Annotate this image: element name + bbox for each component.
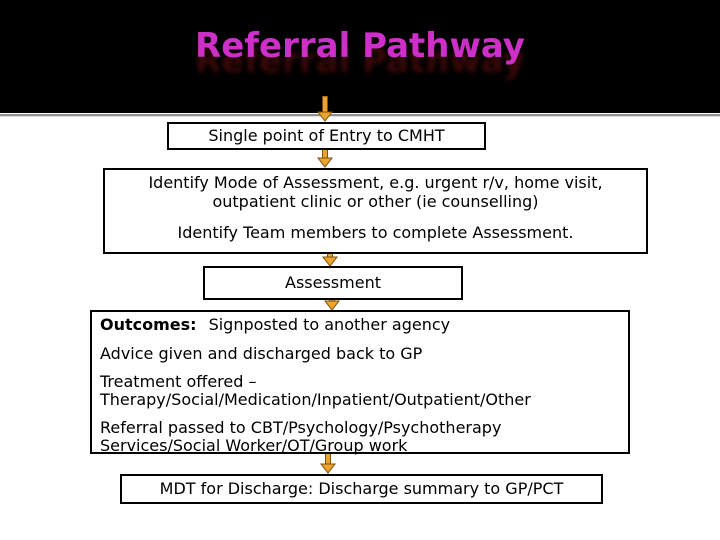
mode-box-para1: Identify Mode of Assessment, e.g. urgent… [148, 173, 603, 211]
assessment-box: Assessment [203, 266, 463, 300]
entry-box: Single point of Entry to CMHT [167, 122, 486, 150]
mode-box-para2: Identify Team members to complete Assess… [177, 222, 574, 242]
arrow-down-icon [323, 299, 341, 311]
header-divider [0, 114, 720, 117]
outcomes-line: Referral passed to CBT/Psychology/Psycho… [100, 418, 502, 455]
slide-header: Referral Pathway [0, 0, 720, 113]
outcomes-item: Signposted to another agency [208, 315, 451, 334]
discharge-box-text: MDT for Discharge: Discharge summary to … [159, 478, 564, 498]
mode-box: Identify Mode of Assessment, e.g. urgent… [103, 168, 648, 254]
discharge-box: MDT for Discharge: Discharge summary to … [120, 474, 603, 504]
outcomes-line: Outcomes: Signposted to another agency [100, 316, 620, 334]
outcomes-box: Outcomes: Signposted to another agency Ad… [90, 310, 630, 454]
assessment-box-text: Assessment [285, 272, 381, 292]
outcomes-label: Outcomes: [100, 315, 197, 334]
arrow-down-icon [316, 149, 334, 168]
arrow-down-icon [319, 453, 337, 474]
outcomes-line: Treatment offered – Therapy/Social/Medic… [100, 372, 531, 409]
arrow-down-icon [321, 253, 339, 267]
arrow-down-icon [316, 96, 334, 122]
entry-box-text: Single point of Entry to CMHT [208, 125, 445, 145]
slide-title: Referral Pathway [195, 26, 525, 66]
outcomes-line: Advice given and discharged back to GP [100, 343, 423, 363]
